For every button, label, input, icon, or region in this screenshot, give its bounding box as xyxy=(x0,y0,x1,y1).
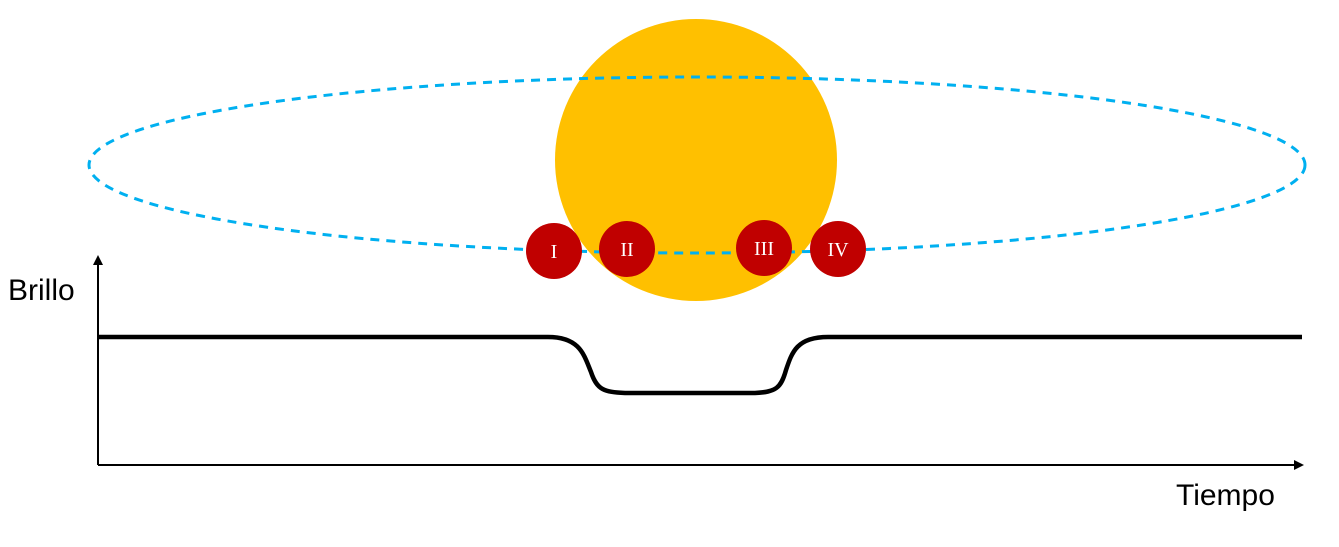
x-axis-label: Tiempo xyxy=(1176,479,1275,512)
planet-orbit xyxy=(87,75,1307,255)
phase-label-3: III xyxy=(754,238,774,260)
planet-phase-2: II xyxy=(599,221,655,277)
planet-phase-3: III xyxy=(736,220,792,276)
phase-label-4: IV xyxy=(827,239,849,261)
phase-label-2: II xyxy=(620,239,633,261)
star xyxy=(555,19,837,301)
phase-label-1: I xyxy=(551,241,558,263)
planet-phase-4: IV xyxy=(810,221,866,277)
y-axis-label: Brillo xyxy=(8,274,75,307)
light-curve xyxy=(98,334,1302,396)
planet-phase-1: I xyxy=(526,223,582,279)
